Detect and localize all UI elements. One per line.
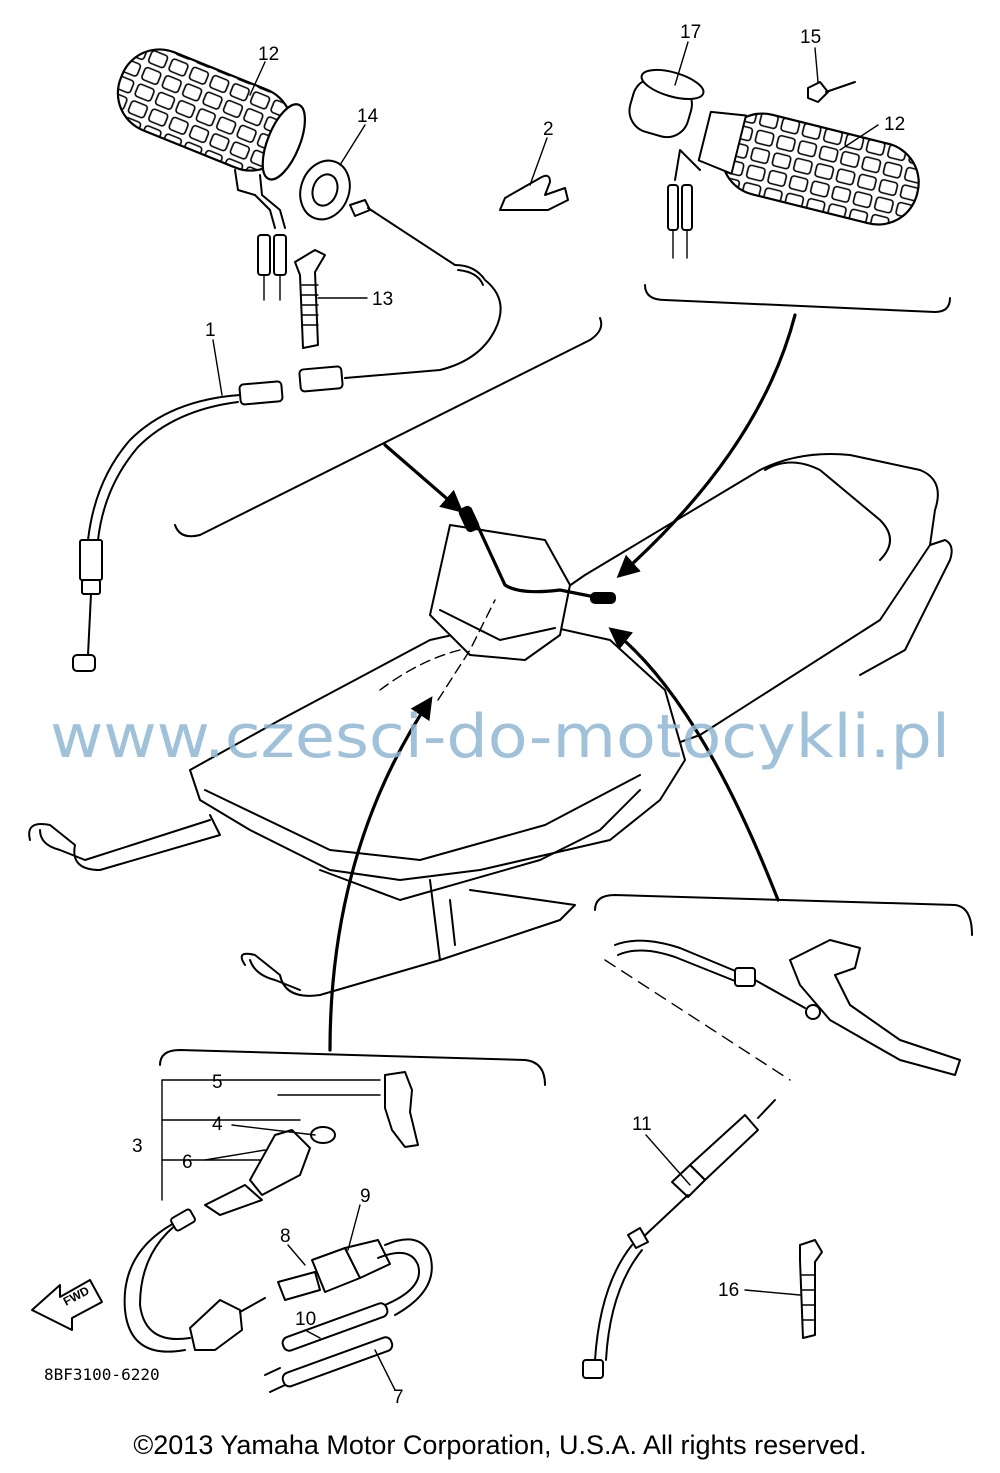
left-grip-assembly	[72, 48, 502, 672]
callout-4: 4	[212, 1114, 223, 1135]
clip-part	[499, 174, 569, 211]
callout-7: 7	[393, 1387, 404, 1408]
callout-10: 10	[295, 1309, 316, 1330]
switch-assembly	[31, 1071, 433, 1393]
callout-16: 16	[718, 1280, 739, 1301]
right-grip-assembly	[628, 68, 920, 259]
callout-8: 8	[280, 1226, 291, 1247]
callout-14: 14	[357, 106, 379, 127]
callout-11: 11	[632, 1114, 652, 1135]
brake-assembly	[582, 939, 961, 1379]
callout-15: 15	[800, 27, 821, 48]
snowmobile-illustration	[28, 453, 953, 997]
callout-numbers: 12 14 2 13 1 17 15 12 5 4 3 6 9 8 10 7 1…	[132, 22, 905, 1408]
callout-17: 17	[680, 22, 701, 43]
callout-13: 13	[372, 289, 393, 310]
callout-3: 3	[132, 1136, 143, 1157]
callout-2: 2	[543, 119, 554, 140]
callout-6: 6	[182, 1152, 193, 1173]
callout-5: 5	[212, 1072, 223, 1093]
assembly-pointers	[159, 284, 973, 1086]
callout-9: 9	[360, 1186, 371, 1207]
leader-lines	[204, 41, 879, 1391]
watermark-text: www.czesci-do-motocykli.pl	[50, 702, 950, 772]
callout-12-left: 12	[258, 44, 279, 65]
diagram-code: 8BF3100-6220	[44, 1365, 160, 1384]
copyright-footer: ©2013 Yamaha Motor Corporation, U.S.A. A…	[133, 1430, 867, 1460]
callout-1: 1	[205, 320, 216, 341]
callout-12-right: 12	[884, 114, 905, 135]
